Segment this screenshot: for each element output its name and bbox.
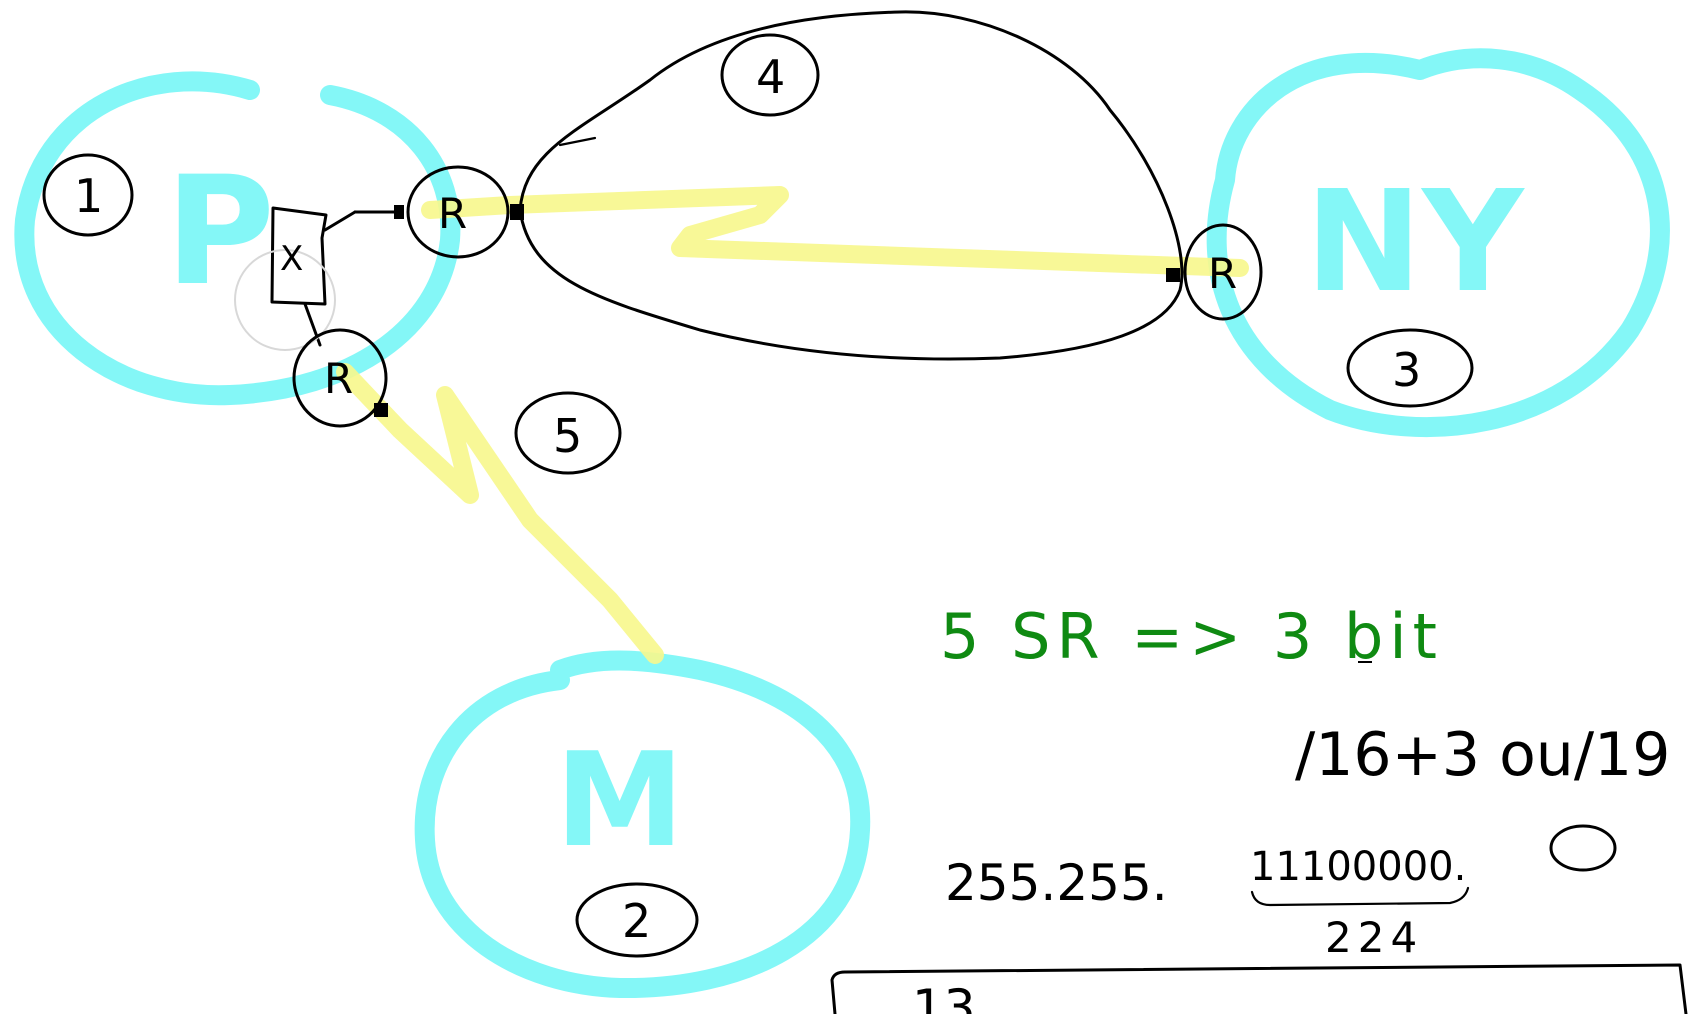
mask-tail: 0 xyxy=(1583,849,1584,851)
site-1-number: 1 xyxy=(74,169,103,223)
router-2-label: R xyxy=(1208,249,1237,298)
site-3-number: 3 xyxy=(1392,343,1421,397)
subnet-calc-line1: 5 SR => 3 bit xyxy=(940,600,1443,673)
port-router1-left xyxy=(394,205,404,219)
prefix-calc-line: /16+3 ou/19 xyxy=(1295,720,1670,790)
link-4-highlight xyxy=(421,186,1249,277)
link-5-number: 5 xyxy=(553,409,582,463)
mask-tail-circle xyxy=(1549,824,1617,872)
host-x-box xyxy=(270,206,328,306)
host-to-router1-link xyxy=(323,210,357,232)
site-p-circle xyxy=(14,71,461,406)
link-4-number: 4 xyxy=(756,50,785,104)
router-1-label: R xyxy=(438,189,467,238)
link-4-loop xyxy=(518,10,1184,361)
site-ny-label: NY xyxy=(1305,161,1525,324)
site-ny-circle xyxy=(1206,48,1670,438)
site-3-number-circle xyxy=(1346,328,1474,408)
port-router2 xyxy=(1166,268,1180,282)
router-3-label: R xyxy=(324,354,353,403)
router-1-circle xyxy=(406,165,510,259)
router-3-circle xyxy=(292,328,388,428)
port-router3 xyxy=(374,403,388,417)
site-m-label: M xyxy=(555,724,684,876)
link-5-highlight xyxy=(336,363,664,664)
link-4-number-circle xyxy=(720,33,820,117)
mask-prefix: 255.255. xyxy=(945,854,1168,912)
answer-box-text: 13 xyxy=(912,979,976,1014)
link-4-tick xyxy=(558,136,597,147)
grey-sketch-circle xyxy=(234,249,336,351)
port-router1-right xyxy=(510,204,524,220)
answer-box xyxy=(830,963,1688,1016)
link-5-number-circle xyxy=(514,391,622,475)
site-m-circle xyxy=(414,650,871,999)
site-1-number-circle xyxy=(42,153,134,237)
site-2-number-circle xyxy=(575,882,699,958)
site-2-number: 2 xyxy=(622,894,651,948)
mask-bits-brace xyxy=(1250,886,1470,907)
mask-value: 224 xyxy=(1325,913,1423,962)
router-2-circle xyxy=(1183,223,1263,321)
site-p-label: P xyxy=(165,145,275,319)
mask-bits: 11100000. xyxy=(1250,844,1466,890)
host-x-label: X xyxy=(280,239,303,279)
